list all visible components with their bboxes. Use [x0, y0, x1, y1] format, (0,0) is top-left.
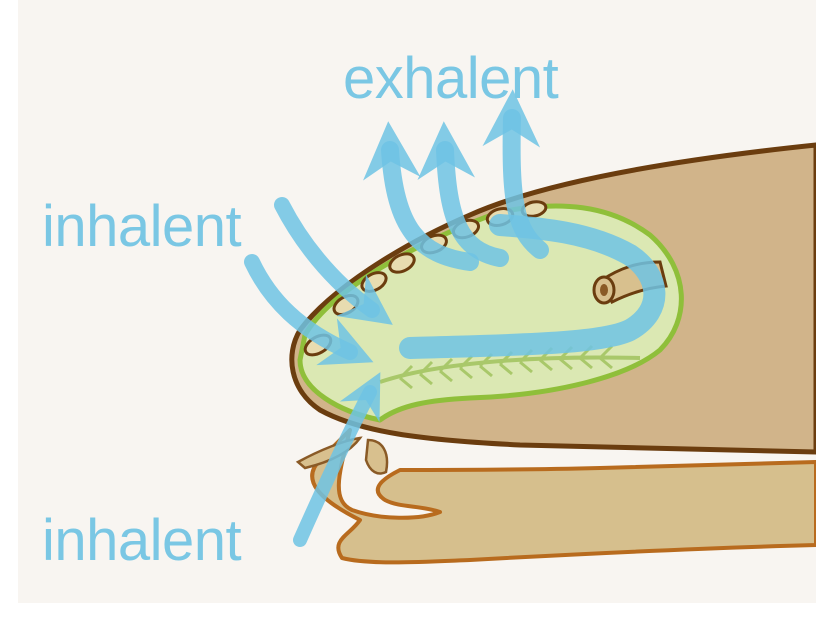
inhalent-label-lower: inhalent [42, 512, 241, 570]
exhalent-label: exhalent [343, 50, 558, 108]
inhalent-label-upper: inhalent [42, 198, 241, 256]
